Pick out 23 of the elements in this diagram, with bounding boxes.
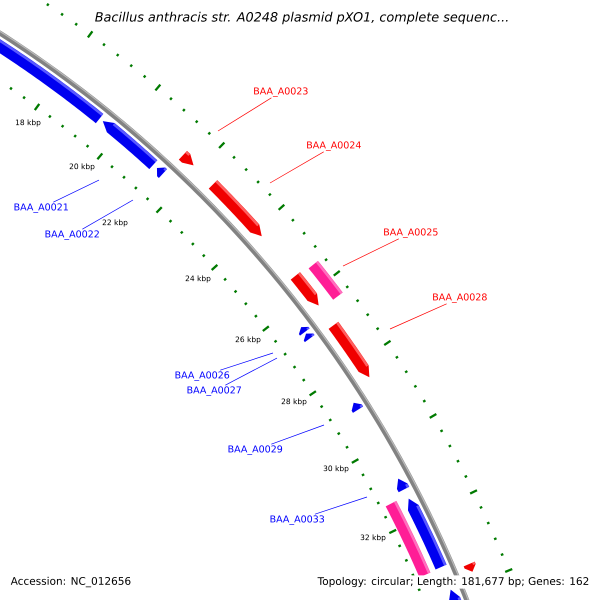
gene-label: BAA_A0029 [228,445,282,455]
leader-line [220,352,274,371]
map-title: Bacillus anthracis str. A0248 plasmid pXO1, complete sequenc... [95,12,508,24]
leader-line [218,98,272,132]
gene-label: BAA_A0033 [270,515,324,525]
gene-label: BAA_A0027 [188,386,241,396]
leader-line [342,238,400,266]
leader-line [390,304,447,330]
gene-label: BAA_A0026 [176,371,230,381]
gene-label: BAA_A0023 [254,87,308,97]
gene-label: BAA_A0028 [433,293,487,303]
leader-line [270,424,324,445]
leader-line [52,180,100,202]
footer-text: Topology: circular; Length: 181,677 bp; Genes: 162 [316,575,591,589]
leader-line [314,496,368,514]
gene-label: BAA_A0022 [46,230,99,240]
gene-label: BAA_A0024 [307,141,361,151]
footer-text: Accession: NC_012656 [9,575,133,589]
leader-line [224,358,278,386]
gene-label: BAA_A0025 [384,228,438,238]
leader-line [82,200,134,230]
leader-line [270,152,324,184]
gene-label: BAA_A0021 [14,203,68,213]
